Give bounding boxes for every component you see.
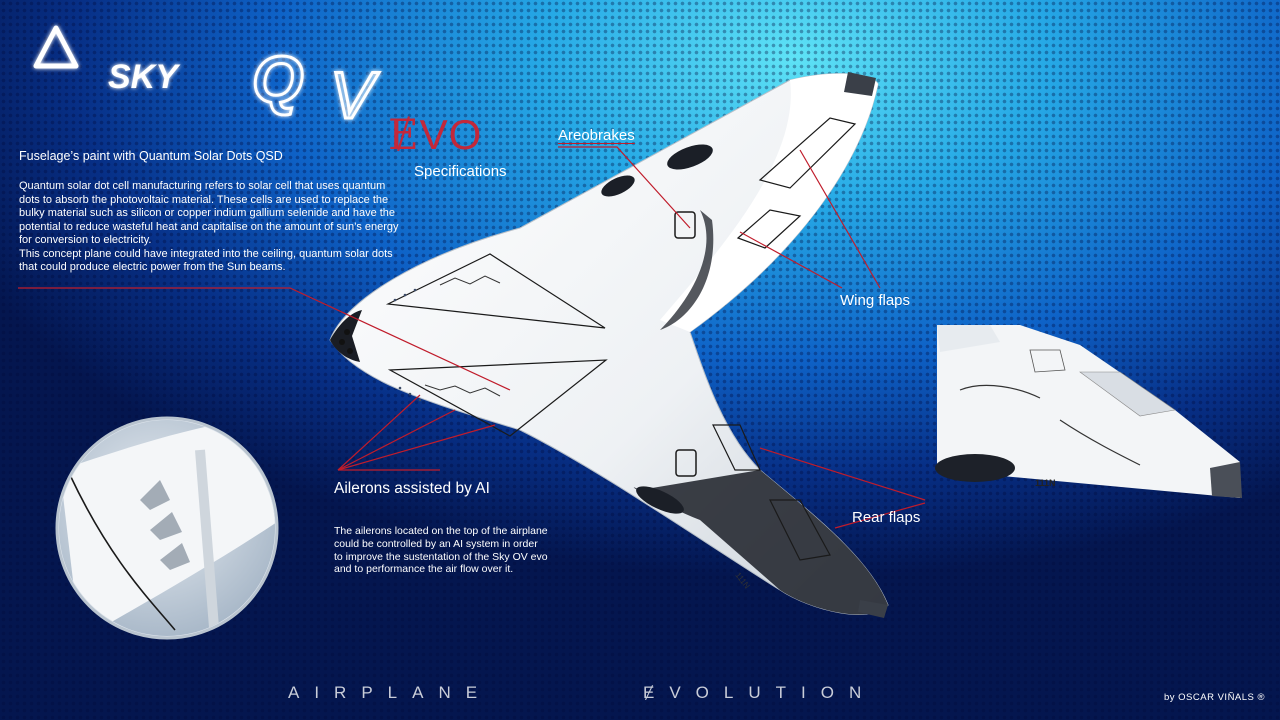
footer-revolution-word: ɆVOLUTION (643, 683, 876, 703)
plane-body: 111N (329, 72, 889, 618)
logo-v-letter: V (330, 58, 380, 132)
aileron-zoom-circle (55, 416, 279, 640)
evo-logo-e: Ɇ (388, 110, 420, 159)
wing-flaps-label: Wing flaps (840, 292, 911, 309)
ailerons-title: Ailerons assisted by AI (334, 480, 490, 497)
ailerons-callout-line-3 (337, 424, 496, 471)
rear-flaps-label: Rear flaps (852, 509, 921, 526)
rear-flaps-callout-line-1 (759, 447, 926, 501)
wing-flaps-callout-line-1 (799, 149, 881, 289)
evo-logo: ɆVO (388, 114, 482, 156)
fuselage-paragraph-1: Quantum solar dot cell manufacturing ref… (19, 180, 399, 246)
wing-flaps-callout-line-2 (739, 231, 843, 289)
rear-flaps-callout-line-2 (834, 502, 926, 529)
ailerons-callout-line-1 (337, 394, 421, 471)
logo-q-letter: Q (252, 42, 303, 116)
plane-tail-number: 111N (733, 571, 751, 591)
footer-revolution-rest: VOLUTION (669, 683, 877, 702)
author-byline: by OSCAR VIÑALS ® (1164, 692, 1266, 703)
ailerons-description: The ailerons located on the top of the a… (334, 525, 548, 576)
sky-qv-logo: SKY Q V (33, 25, 382, 134)
logo-sky-text: SKY (108, 58, 181, 96)
fuselage-paragraph-2: This concept plane could have integrated… (19, 247, 393, 274)
evo-logo-vo: VO (419, 111, 483, 158)
rear-flap-detail-panel: 111N (935, 325, 1242, 498)
detail-tail-number: 111N (1035, 478, 1056, 488)
footer-revolution-e: Ɇ (643, 683, 670, 702)
ailerons-callout-line-2 (337, 409, 456, 471)
fuselage-heading: Fuselage’s paint with Quantum Solar Dots… (19, 149, 283, 163)
fuselage-description: Quantum solar dot cell manufacturing ref… (19, 180, 399, 275)
fuselage-callout-line (18, 287, 511, 391)
footer-airplane-word: AIRPLANE (288, 683, 493, 702)
areobrakes-label: Areobrakes (558, 127, 635, 144)
callout-lines (18, 146, 926, 529)
areobrakes-callout-line (558, 146, 691, 229)
specifications-label: Specifications (414, 163, 507, 180)
triangle-logo-icon (33, 25, 79, 69)
